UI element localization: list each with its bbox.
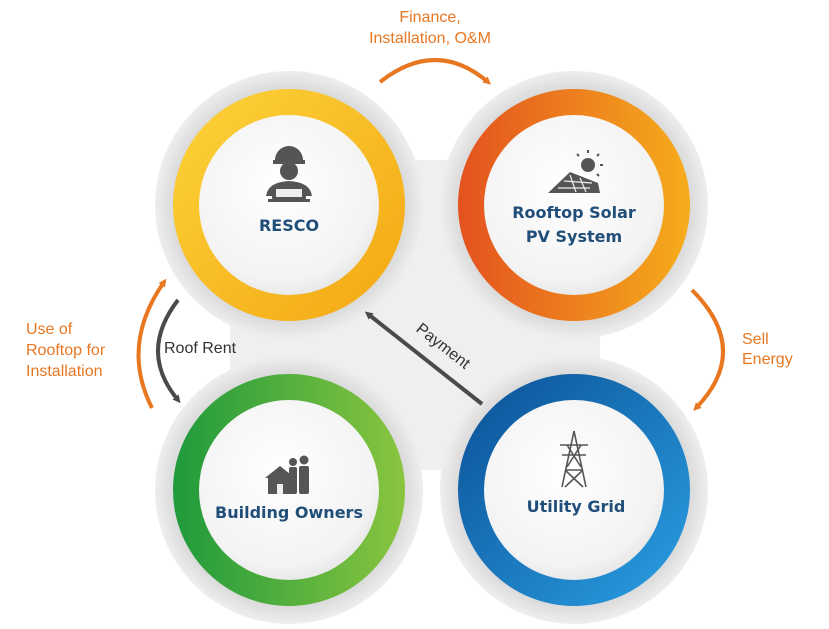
flow-roof-rent: Roof Rent	[156, 298, 237, 404]
flow-sell-label-line2: Energy	[742, 351, 793, 368]
node-label-resco: RESCO	[259, 216, 319, 235]
transmission-tower-icon	[560, 430, 588, 488]
flow-finance: Finance, Installation, O&M	[369, 9, 492, 85]
flow-sell-energy: Sell Energy	[690, 288, 793, 411]
node-resco: RESCO	[155, 71, 423, 339]
flow-roof-rent-arrow	[156, 298, 181, 404]
house-people-icon	[265, 455, 309, 494]
engineer-laptop-icon	[266, 146, 312, 202]
node-label-grid: Utility Grid	[527, 497, 626, 516]
node-utility-grid: Utility Grid	[440, 356, 708, 624]
flow-rooftop-use: Use of Rooftop for Installation	[26, 278, 167, 409]
flow-rooftop-use-line3: Installation	[26, 363, 103, 380]
node-building-owners: Building Owners	[155, 356, 423, 624]
flow-sell-arrow	[690, 288, 725, 411]
flow-rooftop-use-line1: Use of	[26, 321, 73, 338]
node-rooftop-solar: Rooftop Solar PV System	[440, 71, 708, 339]
flow-finance-label-line2: Installation, O&M	[369, 30, 491, 47]
flow-rooftop-use-line2: Rooftop for	[26, 342, 106, 359]
node-label-rooftop-line2: PV System	[526, 227, 622, 246]
flow-rooftop-use-arrow	[136, 278, 167, 409]
flow-roof-rent-label: Roof Rent	[164, 340, 237, 357]
flow-finance-arrow	[378, 58, 492, 85]
flow-payment-arrow	[364, 311, 484, 406]
solar-roof-sun-icon	[548, 150, 603, 193]
flow-sell-label-line1: Sell	[742, 331, 769, 348]
flow-finance-label-line1: Finance,	[399, 9, 460, 26]
node-label-owners: Building Owners	[215, 503, 363, 522]
node-label-rooftop-line1: Rooftop Solar	[512, 203, 636, 222]
